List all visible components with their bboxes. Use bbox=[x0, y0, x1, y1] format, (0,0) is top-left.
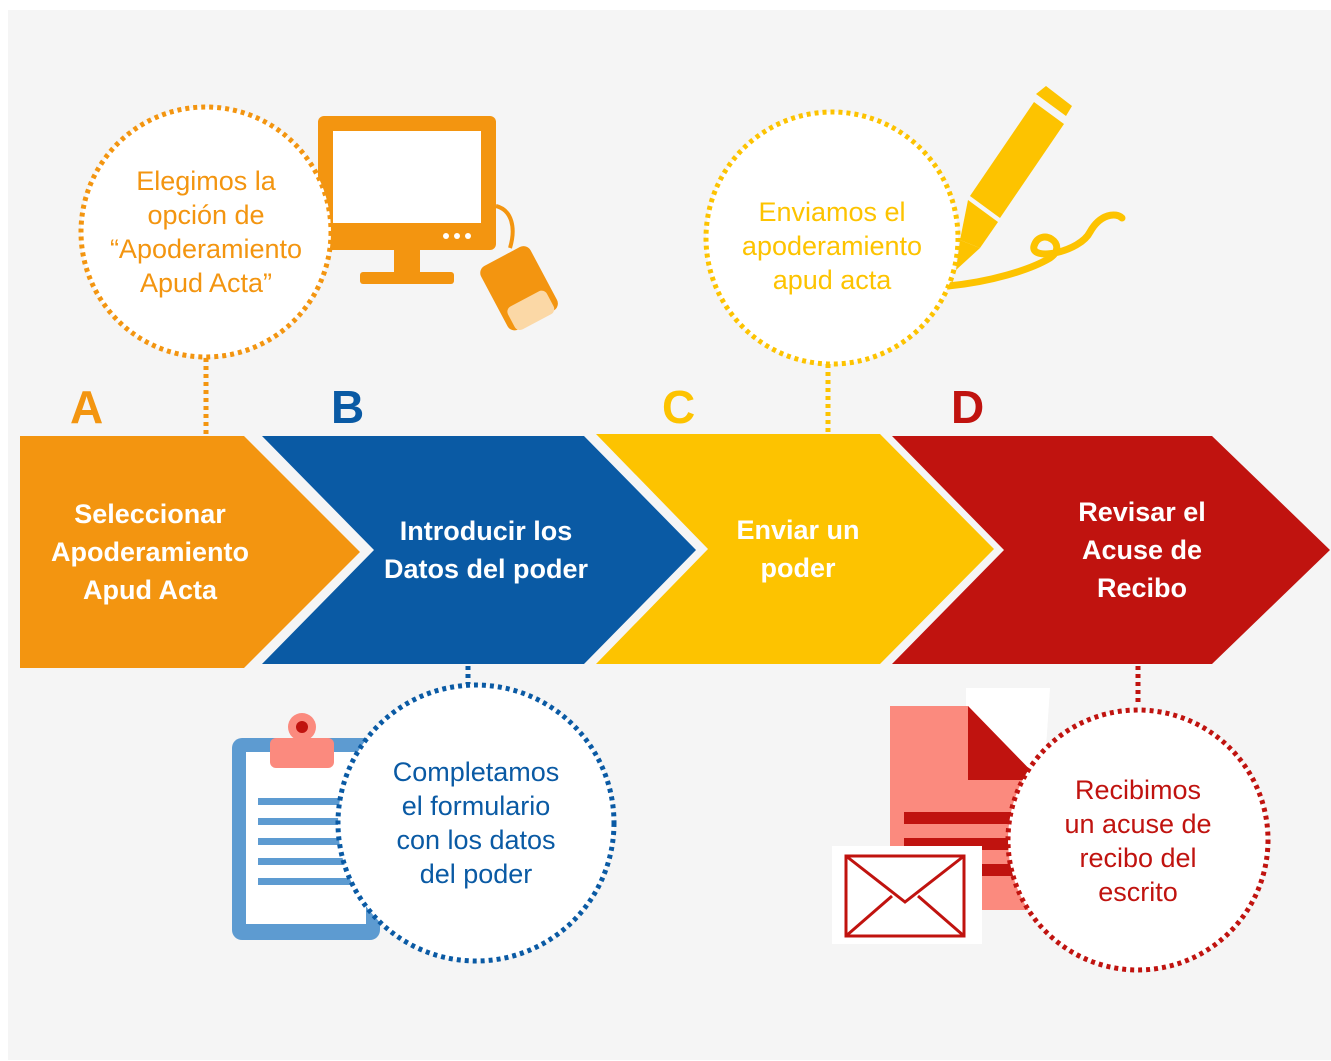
stage-c-chevron bbox=[596, 434, 994, 664]
bubble-c-text: Enviamos el apoderamiento apud acta bbox=[741, 197, 923, 295]
stage-d-letter: D bbox=[951, 381, 985, 433]
stage-d-label: Revisar el Acuse de Recibo bbox=[1078, 497, 1206, 603]
bubble-b-circle bbox=[335, 682, 617, 964]
computer-monitor-mouse-icon bbox=[318, 116, 558, 331]
bubble-a-text: Elegimos la opción de “Apoderamiento Apu… bbox=[109, 166, 303, 298]
stage-b-label: Introducir los Datos del poder bbox=[383, 516, 589, 584]
stage-a-letter: A bbox=[70, 381, 104, 433]
bubble-a-circle bbox=[78, 104, 334, 360]
stage-d-chevron bbox=[892, 436, 1330, 664]
bubble-d-circle bbox=[1005, 707, 1271, 973]
stage-a-chevron bbox=[20, 436, 360, 668]
stage-b-letter: B bbox=[331, 381, 365, 433]
document-envelope-icon bbox=[832, 688, 1050, 944]
bubble-c-circle bbox=[703, 109, 961, 367]
stage-b-chevron bbox=[262, 436, 696, 664]
stage-c-letter: C bbox=[662, 381, 696, 433]
bubble-d-text: Recibimos un acuse de recibo del escrito bbox=[1064, 775, 1212, 907]
bubble-b-text: Completamos el formulario con los datos … bbox=[392, 757, 560, 889]
stage-c-label: Enviar un poder bbox=[736, 515, 860, 583]
pen-signature-icon bbox=[944, 86, 1126, 290]
stage-a-label: Seleccionar Apoderamiento Apud Acta bbox=[50, 499, 250, 605]
